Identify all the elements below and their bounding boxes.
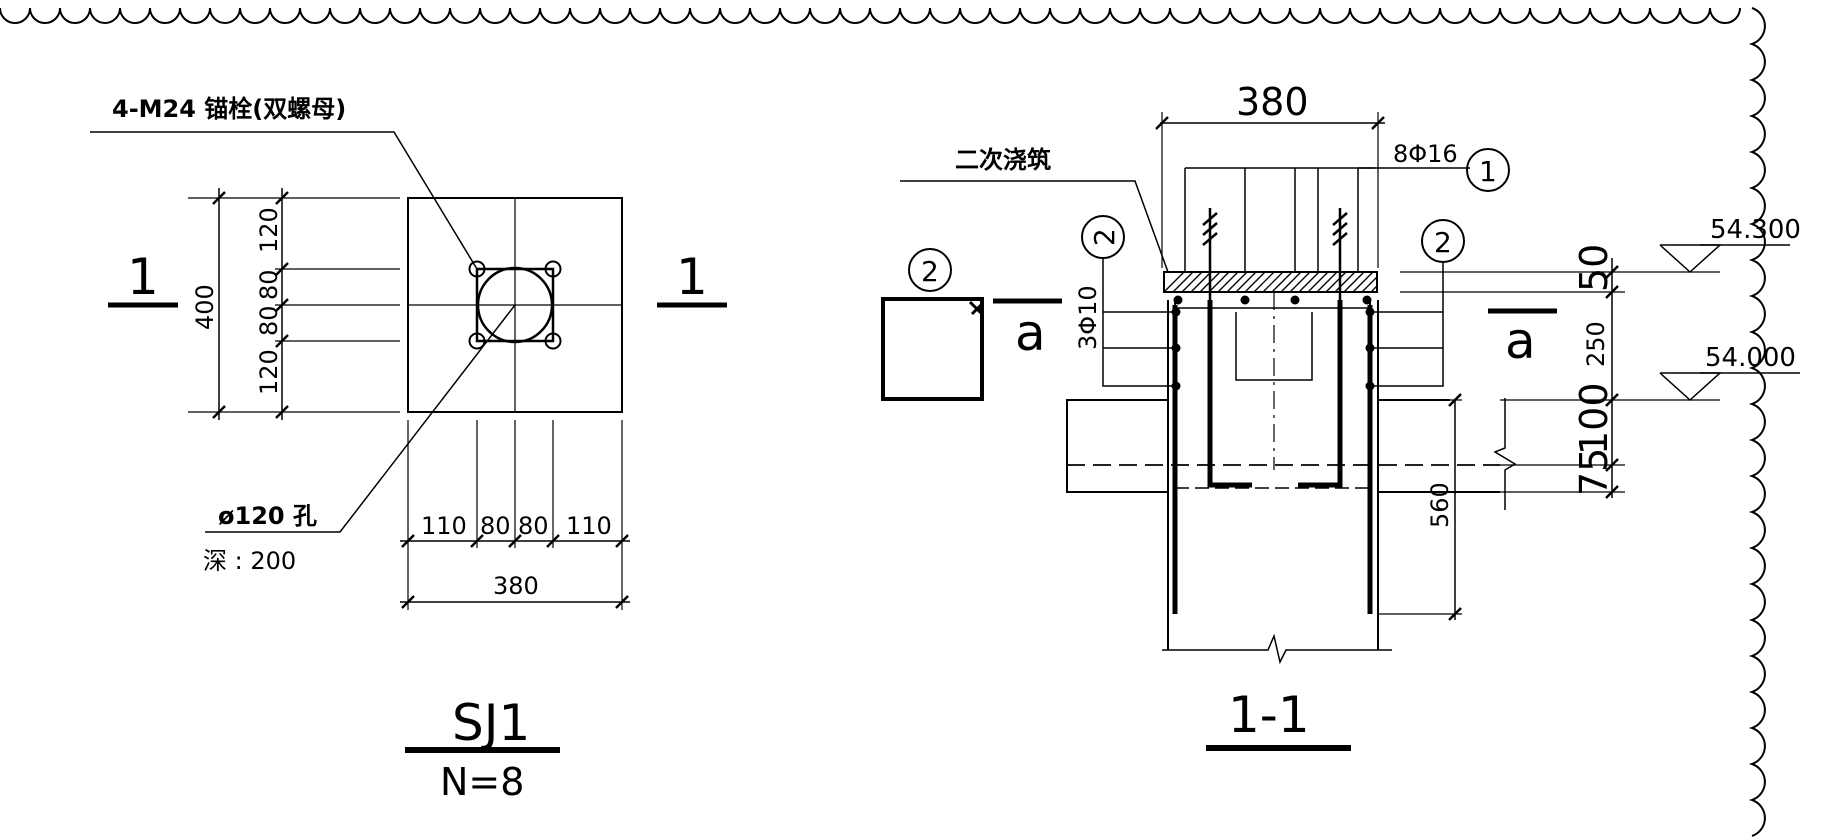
anchor-bolt-circle (544, 332, 562, 350)
hatch-line (1325, 271, 1347, 293)
hatch-line (1289, 271, 1311, 293)
anchor-bolt-bar (1298, 300, 1343, 488)
elevation-marker-bottom (1659, 372, 1722, 402)
hole-leader-line (205, 304, 516, 533)
hatch-line (1271, 271, 1293, 293)
grout-layer (1163, 271, 1378, 293)
stirrup-label: 3Φ10 (1074, 285, 1102, 350)
depth-note: 深 : 200 (203, 547, 296, 575)
dim-80-left: 80 (480, 512, 511, 540)
hatch-line (1280, 271, 1302, 293)
hatch-line (1217, 271, 1239, 293)
stirrup-bubble-left-label: 2 (1088, 228, 1121, 246)
dim-250: 250 (1582, 321, 1610, 367)
elevation-bottom: 54.000 (1705, 343, 1796, 373)
section-dim-380: 380 (1236, 80, 1309, 124)
grout-hatch (1163, 271, 1378, 293)
dim-80-lower: 80 (255, 305, 283, 336)
hatch-line (1226, 271, 1248, 293)
plan-title: SJ1 (452, 694, 530, 752)
hatch-line (1262, 271, 1284, 293)
cut-mark-left: a (1015, 304, 1046, 362)
dim-110-right: 110 (566, 512, 612, 540)
dim-80-right: 80 (518, 512, 549, 540)
hatch-line (1370, 285, 1378, 293)
hatch-line (1352, 271, 1374, 293)
dim-120-bottom: 120 (255, 349, 283, 395)
hatch-line (1334, 271, 1356, 293)
grout-leader-line (900, 180, 1169, 273)
hole-note: ø120 孔 (218, 502, 317, 530)
section-title: 1-1 (1228, 686, 1310, 744)
hatch-line (1361, 276, 1378, 293)
dim-100: 100 (1572, 382, 1616, 455)
stirrup-bubble-right-label: 2 (1434, 226, 1452, 259)
hole-circle (476, 266, 554, 344)
dim-50: 50 (1572, 244, 1616, 292)
hatch-line (1307, 271, 1329, 293)
hatch-line (1298, 271, 1320, 293)
rebar-bubble-1 (1466, 148, 1510, 192)
detail-bubble-label: 2 (921, 255, 939, 288)
stirrup-detail (881, 248, 1062, 401)
hatch-line (1343, 271, 1365, 293)
hatch-line (1190, 271, 1212, 293)
dim-80-upper: 80 (255, 269, 283, 300)
cut-mark-right: a (1505, 312, 1536, 370)
dim-380-plan: 380 (493, 572, 539, 600)
anchor-bolt-circle (468, 260, 486, 278)
hatch-line (1235, 271, 1257, 293)
anchor-bolt-bar (1207, 300, 1252, 488)
rebar-bubble-1-label: 1 (1479, 155, 1497, 188)
dim-75: 75 (1572, 448, 1616, 496)
hatch-line (1208, 271, 1230, 293)
anchor-leader-line (90, 131, 478, 270)
revision-cloud-border (0, 7, 1766, 837)
dim-400: 400 (191, 284, 219, 330)
dim-120-top: 120 (255, 207, 283, 253)
hatch-line (1316, 271, 1338, 293)
section-mark-right: 1 (676, 248, 708, 306)
hatch-line (1163, 271, 1185, 293)
anchor-bolt-circle (544, 260, 562, 278)
dim-560: 560 (1426, 482, 1454, 528)
anchor-bolt-circle (468, 332, 486, 350)
base-beam-outline (1066, 399, 1168, 493)
section-mark-left: 1 (127, 248, 159, 306)
hatch-line (1253, 271, 1275, 293)
elevation-top: 54.300 (1710, 215, 1801, 245)
hatch-line (1172, 271, 1194, 293)
dim-110-left: 110 (421, 512, 467, 540)
anchor-bolt-note: 4-M24 锚栓(双螺母) (112, 95, 346, 123)
grout-note: 二次浇筑 (955, 146, 1051, 174)
plan-view-sj1 (90, 131, 727, 753)
stirrup-shape (881, 297, 984, 401)
hatch-line (1244, 271, 1266, 293)
elevation-marker-top (1659, 244, 1722, 274)
plan-count: N=8 (440, 760, 524, 804)
hatch-line (1181, 271, 1203, 293)
section-view-1-1 (900, 112, 1800, 751)
detail-bubble (908, 248, 952, 292)
rebar-main-label: 8Φ16 (1393, 140, 1458, 168)
